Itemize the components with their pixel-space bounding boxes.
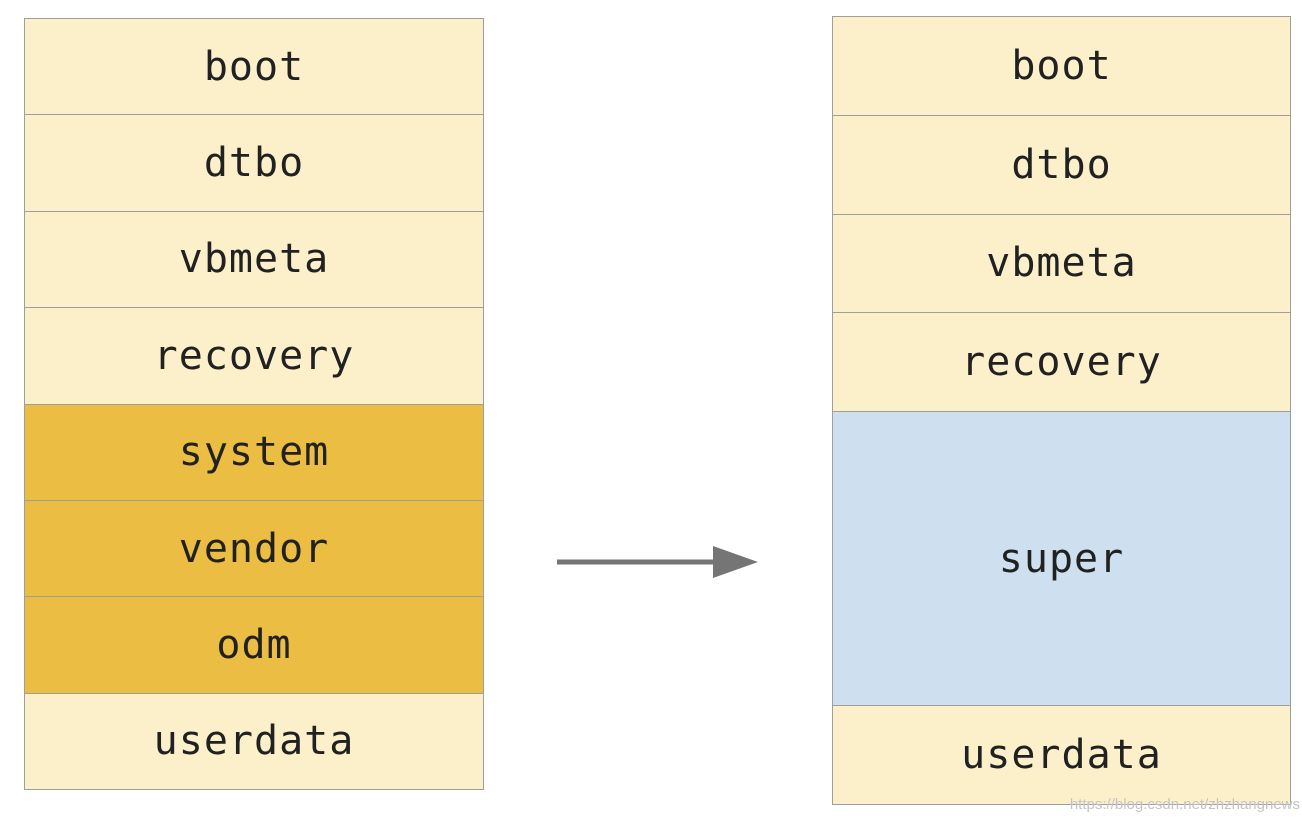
partition-cell-vbmeta: vbmeta [833,214,1290,314]
partition-label: userdata [153,718,355,765]
partition-label: boot [203,43,305,90]
partition-cell-odm: odm [25,597,483,694]
partition-label: odm [216,621,292,668]
partition-label: recovery [961,339,1162,386]
partition-label: vbmeta [178,236,330,283]
partition-label: dtbo [1011,141,1112,188]
partition-label: dtbo [203,140,305,187]
partition-cell-userdata: userdata [25,693,483,789]
partition-cell-super: super [833,412,1290,707]
partition-cell-vbmeta: vbmeta [25,211,483,309]
partition-cell-vendor: vendor [25,500,483,598]
partition-label: system [178,429,330,476]
partition-cell-recovery: recovery [25,308,483,405]
partition-cell-system: system [25,404,483,501]
right-arrow-icon [557,546,758,578]
partition-cell-recovery: recovery [833,313,1290,412]
partition-cell-boot: boot [833,17,1290,116]
partition-label: boot [1011,42,1112,89]
partition-cell-dtbo: dtbo [25,115,483,212]
watermark: https://blog.csdn.net/zhzhangnews [1069,796,1300,813]
partition-label: recovery [153,332,355,379]
transition-arrow [555,545,760,579]
partition-label: userdata [961,732,1162,779]
partition-cell-dtbo: dtbo [833,115,1290,215]
partition-cell-userdata: userdata [833,706,1290,804]
partition-label: vendor [178,525,330,572]
partition-label: super [998,535,1125,582]
legacy-partition-stack: boot dtbo vbmeta recovery system vendor odm use… [24,18,484,790]
partition-cell-boot: boot [25,19,483,116]
partition-label: vbmeta [986,240,1137,287]
dynamic-partition-stack: boot dtbo vbmeta recovery super userdata [832,16,1291,805]
